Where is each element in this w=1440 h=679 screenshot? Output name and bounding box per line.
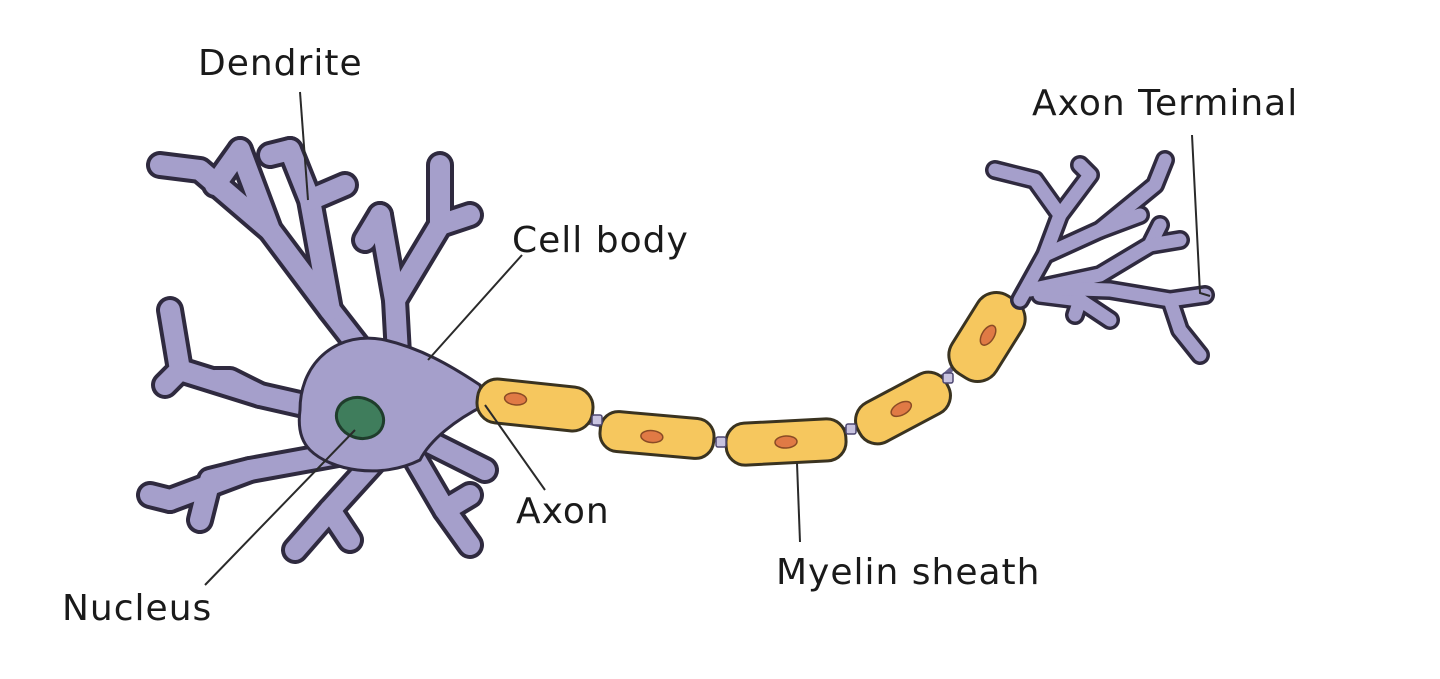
label-axon: Axon xyxy=(516,491,610,532)
labels: Dendrite Cell body Axon Nucleus Myelin s… xyxy=(62,43,1298,629)
label-cell-body: Cell body xyxy=(512,220,689,261)
axon-terminal-leader xyxy=(1191,134,1211,297)
myelin-segment-4 xyxy=(854,370,952,446)
neuron-cell-body-group xyxy=(136,136,499,564)
dendrite-branches-fill xyxy=(140,140,495,560)
label-dendrite: Dendrite xyxy=(198,43,363,84)
dendrite-leader xyxy=(299,91,309,201)
label-axon-terminal: Axon Terminal xyxy=(1032,83,1298,124)
myelin-segment-1 xyxy=(475,377,595,433)
nucleus-leader xyxy=(204,429,356,586)
axon-group xyxy=(475,291,1027,467)
terminal-branches-fill xyxy=(988,153,1212,362)
soma xyxy=(297,336,487,473)
myelin-segment-2 xyxy=(598,410,716,460)
myelin-segment-3 xyxy=(724,417,848,467)
axon-terminal-group xyxy=(985,150,1215,365)
label-myelin-sheath: Myelin sheath xyxy=(776,552,1041,593)
myelin-sheath-segments xyxy=(475,291,1027,467)
label-nucleus: Nucleus xyxy=(62,588,212,629)
cell-body-leader xyxy=(427,254,523,361)
axon-leader xyxy=(484,404,546,491)
nodes-of-ranvier xyxy=(591,372,954,448)
nucleus-shape xyxy=(334,395,386,441)
leader-lines xyxy=(204,91,1211,586)
myelin-sheath-leader xyxy=(796,462,801,543)
